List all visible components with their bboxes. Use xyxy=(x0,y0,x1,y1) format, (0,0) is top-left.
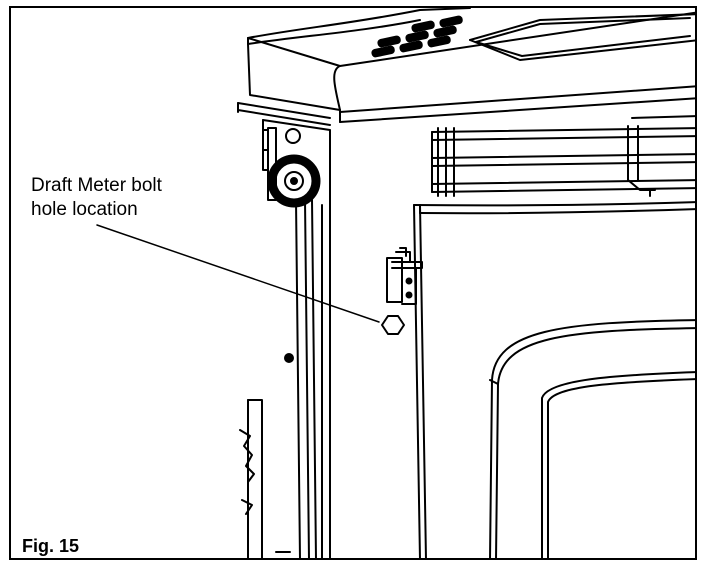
stove-front-door xyxy=(413,201,695,558)
callout-leader-line xyxy=(96,224,380,323)
column-screw xyxy=(284,353,294,363)
lower-left-bracket xyxy=(239,399,291,558)
figure-label: Fig. 15 xyxy=(22,536,80,556)
figure-frame xyxy=(9,6,697,560)
lid-panel xyxy=(469,13,695,61)
stove-vent-louvres xyxy=(431,115,695,197)
side-hinge-roller xyxy=(263,127,321,208)
callout-draft-meter-label: Draft Meter bolt hole location xyxy=(31,175,162,220)
draft-meter-bolt-hole xyxy=(381,315,405,335)
stove-side-column xyxy=(262,119,331,558)
stove-top-lid xyxy=(237,8,695,126)
door-glass-window xyxy=(489,319,695,558)
lid-vent-slots xyxy=(371,15,463,58)
door-latch-hinge xyxy=(386,247,423,305)
